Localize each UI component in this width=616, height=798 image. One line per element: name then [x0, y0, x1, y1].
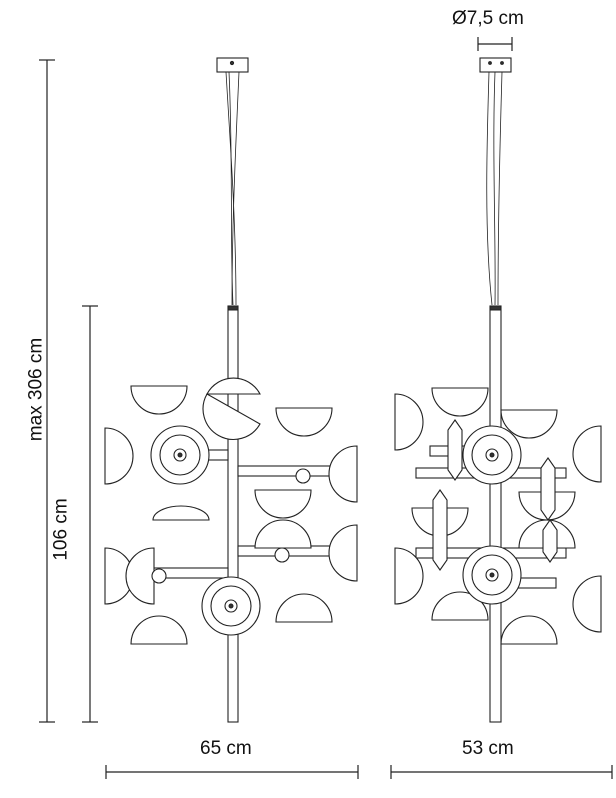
max-height-label: max 306 cm: [25, 337, 47, 442]
front-width-label: 65 cm: [200, 738, 252, 759]
body-height-dimension-line: [82, 305, 98, 723]
side-width-dimension-line: [390, 765, 613, 779]
max-height-dimension-line: [39, 59, 55, 723]
front-width-dimension-line: [105, 765, 359, 779]
side-view-lamp: [394, 57, 602, 723]
side-central-stem: [489, 305, 502, 723]
central-stem: [227, 305, 239, 723]
front-view-lamp: [104, 57, 358, 723]
diameter-label: Ø7,5 cm: [452, 8, 524, 29]
side-ceiling-canopy: [479, 57, 512, 73]
body-height-label: 106 cm: [50, 498, 72, 561]
side-width-label: 53 cm: [462, 738, 514, 759]
diameter-dimension-line: [477, 37, 513, 51]
